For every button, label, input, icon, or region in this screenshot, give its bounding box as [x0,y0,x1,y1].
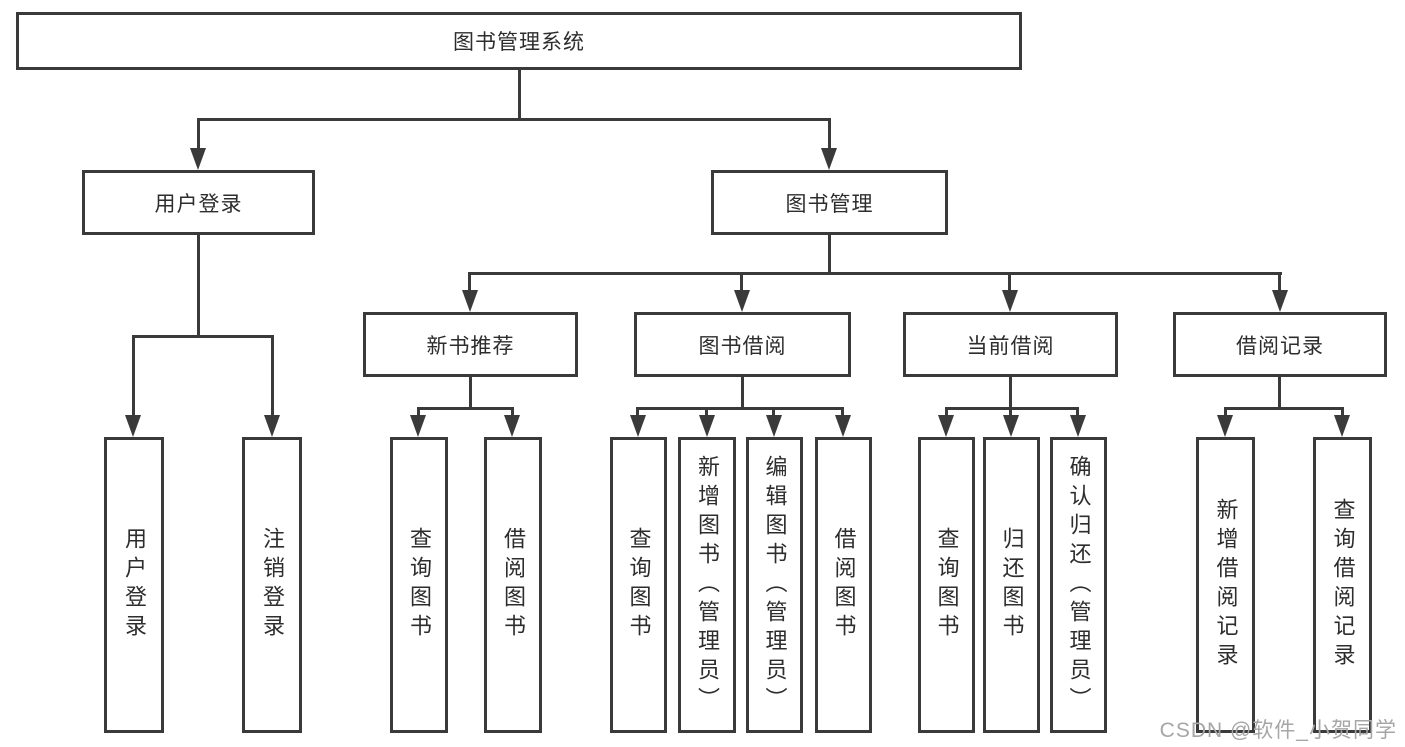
node-user-login: 用户登录 [82,170,315,235]
connector-stem [945,407,948,415]
node-root-label: 图书管理系统 [453,31,585,54]
leaf-borrow-query-books: 查询图书 [610,437,667,733]
connector-stem [636,407,639,415]
leaf-user-login-label: 用户登录 [122,527,147,643]
leaf-recommend-borrow-books: 借阅图书 [484,437,542,733]
arrow-down-icon [125,415,141,437]
arrow-down-icon [264,415,280,437]
connector-stem [772,407,775,415]
node-borrow-records: 借阅记录 [1173,312,1387,377]
leaf-current-query-books: 查询图书 [918,437,975,733]
connector-stem-leaf-login [132,335,135,415]
node-new-book-recommend-label: 新书推荐 [426,334,515,358]
leaf-borrow-query-books-label: 查询图书 [626,527,652,643]
leaf-logout: 注销登录 [242,437,302,733]
connector-user-login-spread [132,335,274,338]
connector-stem [705,407,708,415]
connector-stem [1341,407,1344,415]
connector-stem [1224,407,1227,415]
arrow-down-icon [504,415,520,437]
node-root: 图书管理系统 [16,12,1022,70]
leaf-confirm-return-admin-label: 确认归还（管理员） [1066,454,1092,716]
connector-new-book-recommend-down [469,377,472,407]
connector-book-management-spread [468,272,1282,275]
leaf-query-borrow-record-label: 查询借阅记录 [1330,498,1356,672]
arrow-down-icon [462,290,478,312]
leaf-edit-books-admin: 编辑图书（管理员） [746,437,803,733]
arrow-down-icon [410,415,426,437]
connector-root-down [518,70,521,118]
connector-stem [417,407,420,415]
arrow-down-icon [699,415,715,437]
connector-borrow-records-spread [1224,407,1343,410]
leaf-logout-label: 注销登录 [260,527,285,643]
arrow-down-icon [630,415,646,437]
connector-book-borrow-spread [636,407,844,410]
connector-stem-book-borrow [740,272,743,290]
node-book-borrow-label: 图书借阅 [698,334,787,358]
node-new-book-recommend: 新书推荐 [363,312,578,377]
leaf-add-borrow-record-label: 新增借阅记录 [1213,498,1239,672]
leaf-query-borrow-record: 查询借阅记录 [1313,437,1372,733]
connector-stem-current-borrow [1008,272,1011,290]
arrow-down-icon [190,148,206,170]
connector-stem-new-book-recommend [468,272,471,290]
arrow-down-icon [766,415,782,437]
connector-borrow-records-down [1278,377,1281,407]
leaf-add-books-admin: 新增图书（管理员） [678,437,736,733]
csdn-watermark: CSDN @软件_小贺同学 [1159,719,1397,742]
leaf-recommend-borrow-books-label: 借阅图书 [501,527,526,643]
connector-stem [1076,407,1079,415]
leaf-borrow-books: 借阅图书 [815,437,872,733]
leaf-borrow-books-label: 借阅图书 [831,527,857,643]
arrow-down-icon [1002,290,1018,312]
node-user-login-label: 用户登录 [154,192,243,216]
connector-stem-borrow-records [1278,272,1281,290]
leaf-edit-books-admin-label: 编辑图书（管理员） [762,454,788,716]
node-book-management: 图书管理 [711,170,948,235]
connector-book-borrow-down [741,377,744,407]
leaf-recommend-query-books-label: 查询图书 [407,527,432,643]
arrow-down-icon [1272,290,1288,312]
leaf-recommend-query-books: 查询图书 [390,437,448,733]
connector-new-book-recommend-spread [417,407,514,410]
connector-stem-leaf-logout [271,335,274,415]
connector-current-borrow-down [1009,377,1012,407]
arrow-down-icon [938,415,954,437]
connector-stem [1009,407,1012,415]
arrow-down-icon [835,415,851,437]
connector-stem [841,407,844,415]
connector-stem-book-management [828,118,831,148]
leaf-confirm-return-admin: 确认归还（管理员） [1050,437,1107,733]
leaf-add-books-admin-label: 新增图书（管理员） [695,454,720,716]
node-current-borrow: 当前借阅 [903,312,1118,377]
leaf-user-login: 用户登录 [104,437,164,733]
node-book-borrow: 图书借阅 [634,312,851,377]
node-current-borrow-label: 当前借阅 [966,334,1055,358]
connector-user-login-down [197,235,200,335]
connector-book-management-down [828,235,831,272]
connector-stem [511,407,514,415]
leaf-return-books-label: 归还图书 [999,527,1025,643]
arrow-down-icon [1003,415,1019,437]
arrow-down-icon [821,148,837,170]
leaf-return-books: 归还图书 [983,437,1040,733]
node-borrow-records-label: 借阅记录 [1236,334,1324,358]
connector-root-spread [197,118,831,121]
connector-stem-user-login [197,118,200,148]
node-book-management-label: 图书管理 [785,192,874,216]
arrow-down-icon [734,290,750,312]
leaf-add-borrow-record: 新增借阅记录 [1196,437,1255,733]
arrow-down-icon [1217,415,1233,437]
leaf-current-query-books-label: 查询图书 [934,527,960,643]
arrow-down-icon [1070,415,1086,437]
arrow-down-icon [1334,415,1350,437]
